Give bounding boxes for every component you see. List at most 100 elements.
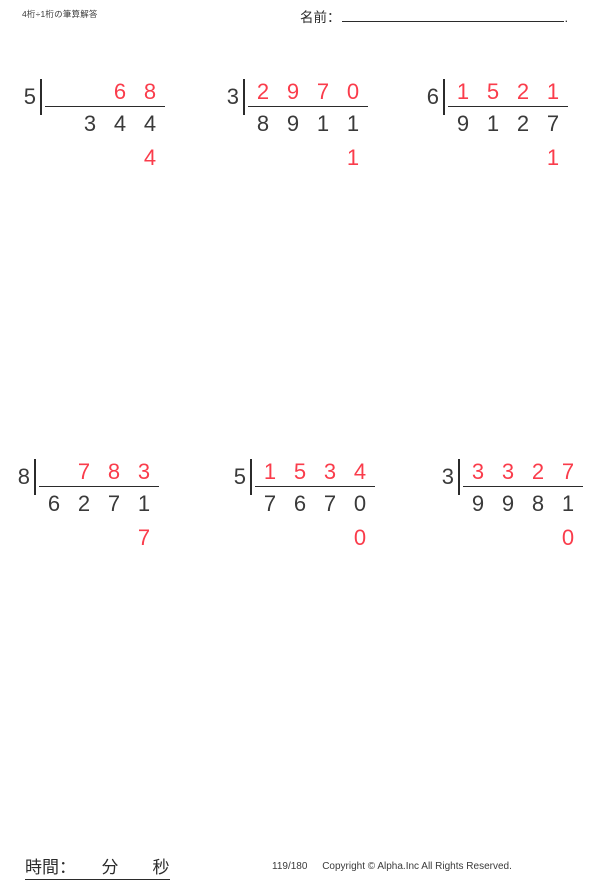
division-bracket: 2 9 7 0 8 9 1 1 1 [239, 58, 368, 175]
dividend-digit: 1 [137, 491, 151, 516]
remainder-digit: 0 [561, 525, 575, 550]
remainder-row: 4 [45, 141, 165, 175]
quotient-row: 6 8 [45, 80, 165, 107]
dividend-digit: 9 [501, 491, 515, 516]
dividend-digit: 9 [286, 111, 300, 136]
quotient-digit: 2 [516, 79, 530, 104]
quotient-row: 7 8 3 [39, 460, 159, 487]
name-label: 名前： [300, 10, 341, 25]
problem-4: 8 7 8 3 6 2 7 1 [0, 438, 200, 818]
dividend-digit: 9 [471, 491, 485, 516]
remainder-digit: 1 [346, 145, 360, 170]
problem-row: 5 6 8 3 4 4 [0, 58, 600, 438]
dividend-digit: 3 [83, 111, 97, 136]
dividend-row: 8 9 1 1 [248, 107, 368, 141]
divisor: 8 [17, 464, 30, 489]
name-field: 名前： . [300, 6, 568, 26]
dividend-row: 9 1 2 7 [448, 107, 568, 141]
remainder-digit: 1 [546, 145, 560, 170]
quotient-digit: 8 [107, 459, 121, 484]
quotient-digit: 1 [263, 459, 277, 484]
dividend-digit: 6 [293, 491, 307, 516]
quotient-digit [45, 103, 75, 106]
dividend-digit: 7 [546, 111, 560, 136]
problem-6: 3 3 3 2 7 9 9 8 1 [400, 438, 600, 818]
dividend-digit: 2 [77, 491, 91, 516]
quotient-row: 1 5 3 4 [255, 460, 375, 487]
long-division: 5 6 8 3 4 4 [14, 58, 165, 175]
dividend-digit: 7 [323, 491, 337, 516]
problem-row: 8 7 8 3 6 2 7 1 [0, 438, 600, 818]
remainder-digit: 0 [353, 525, 367, 550]
dividend-digit: 1 [316, 111, 330, 136]
quotient-row: 2 9 7 0 [248, 80, 368, 107]
quotient-digit [75, 103, 105, 106]
long-division: 6 1 5 2 1 9 1 2 7 [417, 58, 568, 175]
remainder-digit: 4 [143, 145, 157, 170]
dividend-digit: 8 [531, 491, 545, 516]
problem-3: 6 1 5 2 1 9 1 2 7 [400, 58, 600, 438]
copyright-notice: Copyright © Alpha.Inc All Rights Reserve… [322, 861, 512, 872]
quotient-digit: 7 [561, 459, 575, 484]
name-field-period: . [564, 10, 569, 25]
remainder-row: 0 [255, 521, 375, 555]
quotient-digit: 7 [316, 79, 330, 104]
quotient-digit: 5 [486, 79, 500, 104]
remainder-digit: 7 [137, 525, 151, 550]
dividend-digit: 1 [346, 111, 360, 136]
remainder-row: 1 [248, 141, 368, 175]
dividend-row: 6 2 7 1 [39, 487, 159, 521]
remainder-row: 7 [39, 521, 159, 555]
division-bracket: 3 3 2 7 9 9 8 1 0 [454, 438, 583, 555]
quotient-row: 3 3 2 7 [463, 460, 583, 487]
dividend-digit: 2 [516, 111, 530, 136]
remainder-row: 0 [463, 521, 583, 555]
dividend-digit: 9 [456, 111, 470, 136]
quotient-digit [39, 483, 69, 486]
quotient-digit: 9 [286, 79, 300, 104]
quotient-digit: 3 [501, 459, 515, 484]
quotient-digit: 1 [546, 79, 560, 104]
worksheet-header: 4桁÷1桁の筆算解答 名前： . [0, 0, 600, 40]
quotient-digit: 7 [77, 459, 91, 484]
dividend-row: 9 9 8 1 [463, 487, 583, 521]
problem-grid: 5 6 8 3 4 4 [0, 58, 600, 818]
quotient-row: 1 5 2 1 [448, 80, 568, 107]
dividend-digit: 1 [486, 111, 500, 136]
quotient-digit: 5 [293, 459, 307, 484]
quotient-digit: 4 [353, 459, 367, 484]
problem-2: 3 2 9 7 0 8 9 1 1 [200, 58, 400, 438]
dividend-digit: 8 [256, 111, 270, 136]
quotient-digit: 3 [137, 459, 151, 484]
worksheet-footer: 時間： 分 秒 119/180 Copyright © Alpha.Inc Al… [0, 849, 600, 891]
quotient-digit: 6 [113, 79, 127, 104]
divisor: 3 [441, 464, 454, 489]
quotient-digit: 8 [143, 79, 157, 104]
quotient-digit: 3 [471, 459, 485, 484]
division-bracket: 1 5 3 4 7 6 7 0 0 [246, 438, 375, 555]
dividend-digit: 4 [143, 111, 157, 136]
quotient-digit: 2 [531, 459, 545, 484]
dividend-digit: 6 [47, 491, 61, 516]
long-division: 5 1 5 3 4 7 6 7 0 [224, 438, 375, 555]
long-division: 3 3 3 2 7 9 9 8 1 [432, 438, 583, 555]
quotient-digit: 1 [456, 79, 470, 104]
dividend-row: 7 6 7 0 [255, 487, 375, 521]
division-bracket: 7 8 3 6 2 7 1 7 [30, 438, 159, 555]
page-number: 119/180 [272, 861, 308, 872]
dividend-digit: 7 [263, 491, 277, 516]
quotient-digit: 3 [323, 459, 337, 484]
time-field[interactable]: 時間： 分 秒 [25, 853, 170, 880]
dividend-row: 3 4 4 [45, 107, 165, 141]
division-bracket: 1 5 2 1 9 1 2 7 1 [439, 58, 568, 175]
problem-1: 5 6 8 3 4 4 [0, 58, 200, 438]
name-input[interactable] [341, 6, 564, 22]
footer-meta: 119/180 Copyright © Alpha.Inc All Rights… [272, 861, 512, 872]
divisor: 6 [426, 84, 439, 109]
long-division: 3 2 9 7 0 8 9 1 1 [217, 58, 368, 175]
problem-5: 5 1 5 3 4 7 6 7 0 [200, 438, 400, 818]
long-division: 8 7 8 3 6 2 7 1 [8, 438, 159, 555]
quotient-digit: 2 [256, 79, 270, 104]
divisor: 5 [23, 84, 36, 109]
quotient-digit: 0 [346, 79, 360, 104]
